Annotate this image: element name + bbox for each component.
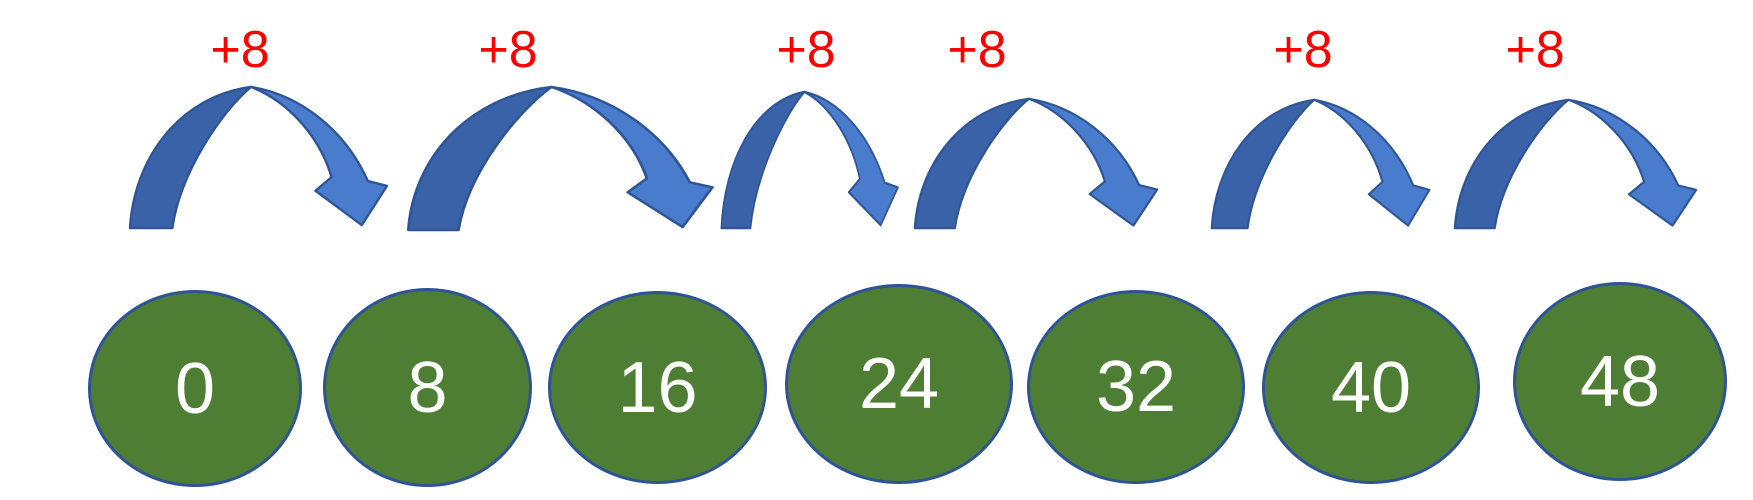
number-circle: 40 <box>1262 291 1480 484</box>
number-circle: 0 <box>88 290 302 487</box>
number-circle: 32 <box>1027 290 1245 484</box>
jump-label: +8 <box>1273 21 1333 79</box>
circle-value: 32 <box>1095 347 1177 427</box>
curved-arrow-icon <box>1453 98 1698 230</box>
jump-label: +8 <box>210 21 270 79</box>
curved-arrow-icon <box>720 90 899 230</box>
jump-arrow: +8 <box>406 24 716 232</box>
jump-label: +8 <box>776 21 836 79</box>
jump-arrow: +8 <box>913 24 1160 232</box>
number-circle: 8 <box>323 288 532 487</box>
jump-label: +8 <box>478 21 538 79</box>
curved-arrow-icon <box>128 85 389 230</box>
circle-value: 24 <box>858 344 940 424</box>
circle-value: 0 <box>174 348 216 429</box>
jump-label: +8 <box>1505 21 1565 79</box>
number-circle: 24 <box>785 284 1013 484</box>
number-circle: 16 <box>548 291 767 484</box>
circle-value: 40 <box>1330 347 1412 428</box>
circle-value: 16 <box>617 347 698 428</box>
number-circle: 48 <box>1513 282 1727 481</box>
circle-value: 48 <box>1579 341 1661 422</box>
circle-value: 8 <box>407 347 448 428</box>
jump-arrow: +8 <box>720 24 900 232</box>
curved-arrow-icon <box>913 97 1159 230</box>
jump-arrow: +8 <box>1453 24 1699 232</box>
jump-arrow: +8 <box>128 24 390 232</box>
jump-arrow: +8 <box>1210 24 1432 232</box>
curved-arrow-icon <box>1210 98 1431 230</box>
jump-label: +8 <box>947 21 1007 79</box>
curved-arrow-icon <box>406 85 714 232</box>
